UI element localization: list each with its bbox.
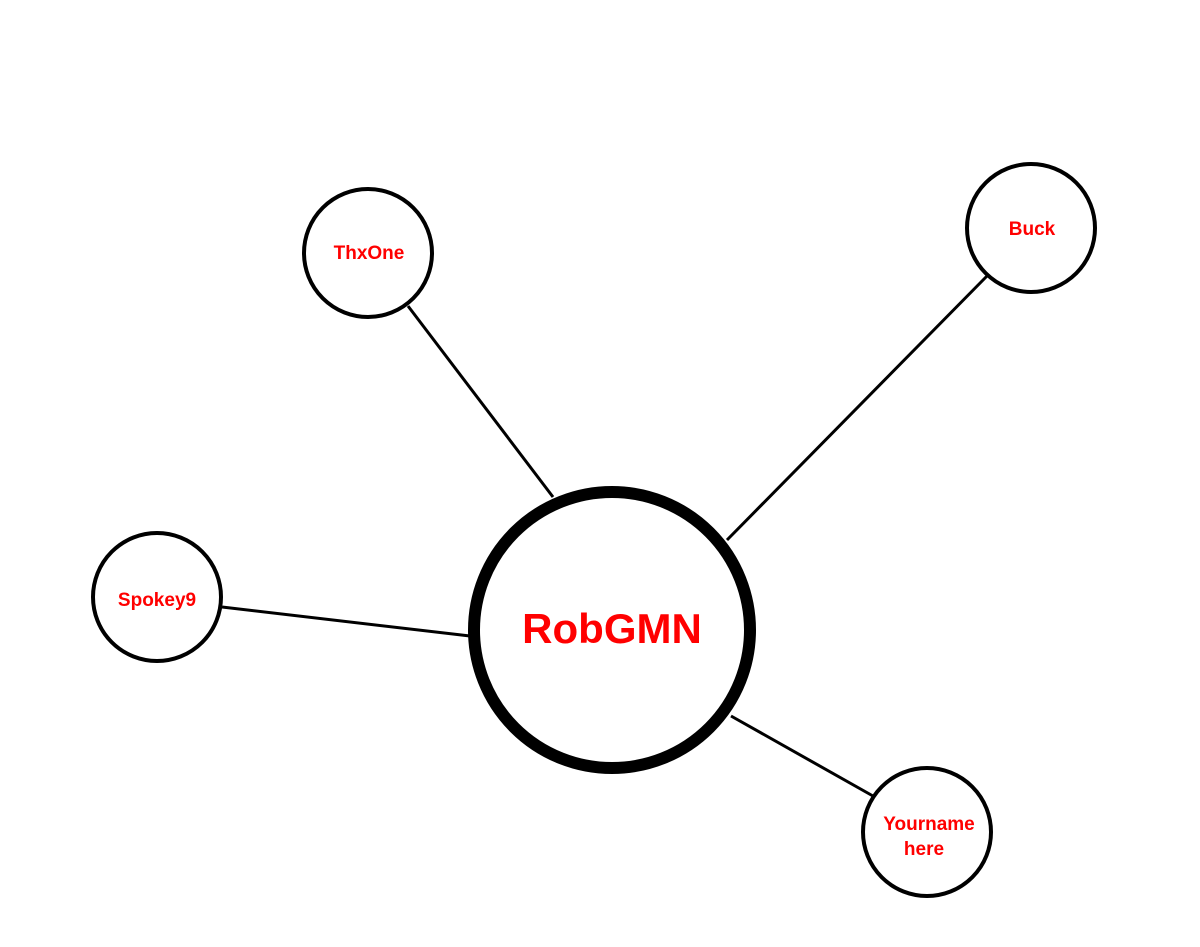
node-spokey9: Spokey9	[91, 531, 223, 663]
node-yourname-label-line1: Yourname	[883, 814, 975, 835]
node-thxone: ThxOne	[302, 187, 434, 319]
node-thxone-circle	[302, 187, 434, 319]
node-spokey9-label: Spokey9	[118, 590, 196, 611]
node-yourname-circle	[861, 766, 993, 898]
edge-center-to-thxone	[406, 305, 555, 498]
node-yourname-label-line2: here	[904, 839, 944, 860]
edge-center-to-buck	[725, 274, 989, 542]
edge-center-to-yourname	[730, 714, 874, 798]
node-yourname: Yourname here	[861, 766, 993, 898]
center-node-label: RobGMN	[522, 605, 702, 652]
node-buck: Buck	[965, 162, 1097, 294]
node-buck-label: Buck	[1009, 219, 1056, 240]
edge-center-to-spokey9	[221, 605, 471, 638]
center-node: RobGMN	[468, 486, 756, 774]
node-buck-circle	[965, 162, 1097, 294]
node-spokey9-circle	[91, 531, 223, 663]
node-thxone-label: ThxOne	[334, 243, 405, 264]
center-node-circle	[468, 486, 756, 774]
